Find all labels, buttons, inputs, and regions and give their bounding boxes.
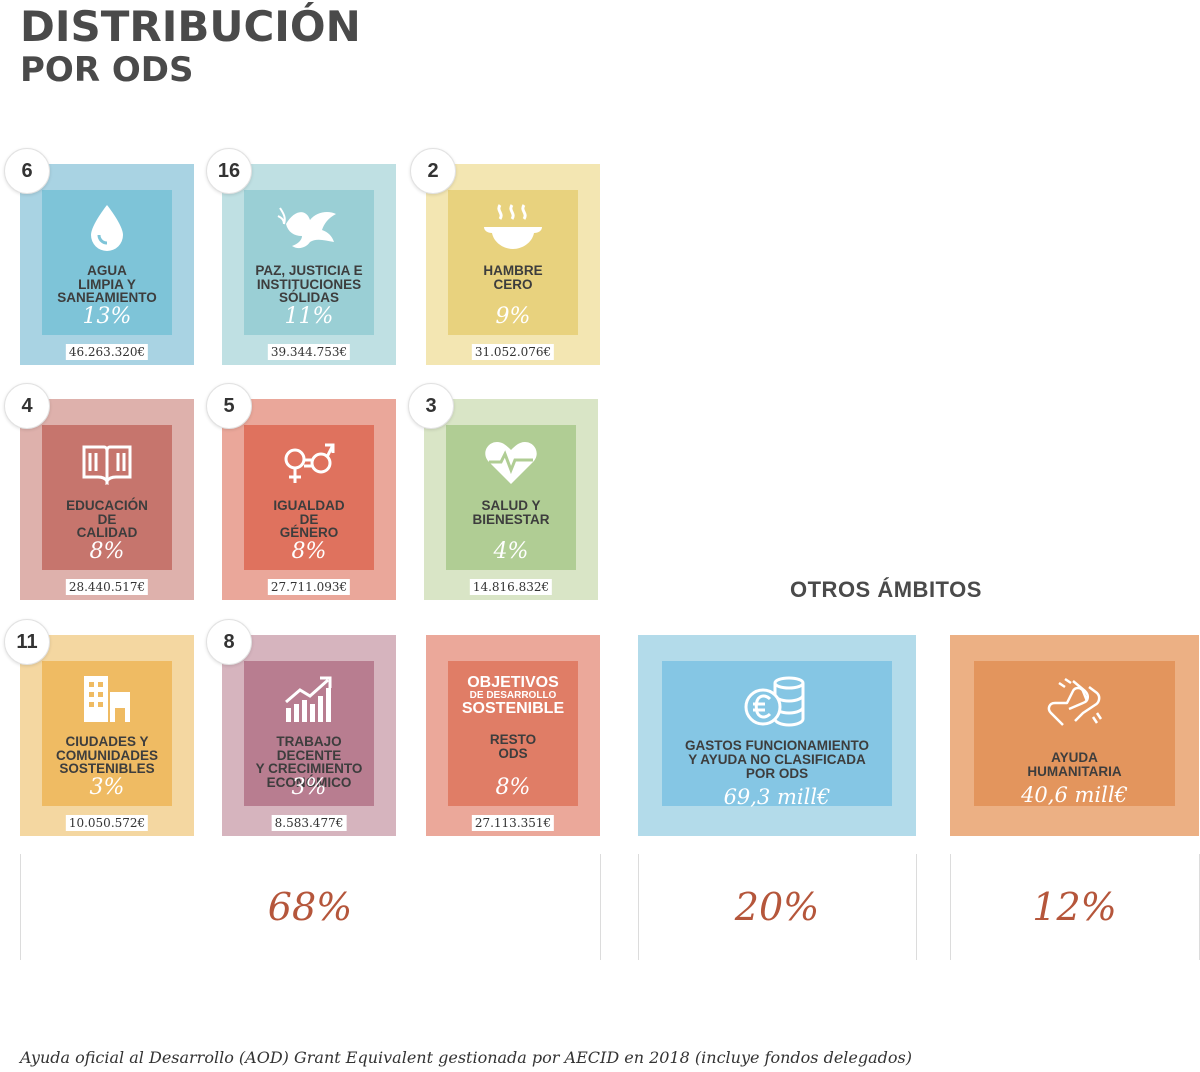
ods-number-badge: 5 xyxy=(206,383,252,429)
ods-amount: 31.052.076€ xyxy=(471,344,555,360)
heart-pulse-icon xyxy=(476,435,546,491)
ods-percent: 3% xyxy=(291,775,327,800)
ods-name: EDUCACIÓN DE CALIDAD xyxy=(66,498,148,540)
summary-divider xyxy=(950,854,951,960)
otros-value: 69,3 mill€ xyxy=(723,785,831,809)
ods-percent: 9% xyxy=(495,304,531,329)
ods-amount: 28.440.517€ xyxy=(65,579,149,595)
ods-percent: 8% xyxy=(291,539,327,564)
ods-amount: 14.816.832€ xyxy=(469,579,553,595)
bowl-icon xyxy=(478,200,548,256)
sdg-logo-text: DE DESARROLLO xyxy=(469,690,557,701)
ods-name: TRABAJO DECENTE Y CRECIMIENTO ECONÓMICO xyxy=(255,734,363,790)
page-title: DISTRIBUCIÓN xyxy=(20,2,361,51)
page-subtitle: POR ODS xyxy=(20,50,194,90)
ods-number-badge: 16 xyxy=(206,148,252,194)
ods-number-badge: 11 xyxy=(4,619,50,665)
water-drop-icon xyxy=(72,200,142,256)
ods-name: PAZ, JUSTICIA E INSTITUCIONES SÓLIDAS xyxy=(255,263,363,305)
summary-divider xyxy=(600,854,601,960)
book-icon xyxy=(72,435,142,491)
ods-name: SALUD Y BIENESTAR xyxy=(472,498,550,527)
ods-tile: SALUD Y BIENESTAR 4% 14.816.832€ 3 xyxy=(408,383,598,600)
sdg-logo-text: SOSTENIBLE xyxy=(461,700,565,717)
dove-icon xyxy=(274,200,344,256)
summary-ods-percent: 68% xyxy=(267,885,353,929)
otros-ambitos-title: OTROS ÁMBITOS xyxy=(790,577,982,602)
ods-amount: 10.050.572€ xyxy=(65,815,149,831)
ods-tile-inner: HAMBRE CERO 9% xyxy=(448,190,578,335)
ods-percent: 13% xyxy=(82,304,132,329)
ods-number-badge: 6 xyxy=(4,148,50,194)
euro-coins-icon xyxy=(743,675,811,729)
otros-name: GASTOS FUNCIONAMIENTO Y AYUDA NO CLASIFI… xyxy=(684,738,869,781)
ods-percent: 4% xyxy=(493,539,529,564)
summary-gastos-percent: 20% xyxy=(734,885,820,929)
ods-tile: HAMBRE CERO 9% 31.052.076€ 2 xyxy=(410,148,600,365)
otros-tile-inner: AYUDA HUMANITARIA 40,6 mill€ xyxy=(974,661,1175,807)
growth-chart-icon xyxy=(274,671,344,727)
ods-amount: 39.344.753€ xyxy=(267,344,351,360)
ods-amount: 46.263.320€ xyxy=(65,344,149,360)
ods-percent: 3% xyxy=(89,775,125,800)
ods-percent: 8% xyxy=(495,775,531,800)
ods-percent: 11% xyxy=(284,304,334,329)
summary-divider xyxy=(638,854,639,960)
ods-number-badge: 2 xyxy=(410,148,456,194)
summary-humanitaria-percent: 12% xyxy=(1032,885,1117,929)
otros-name: AYUDA HUMANITARIA xyxy=(1027,750,1122,779)
ods-number-badge: 4 xyxy=(4,383,50,429)
summary-divider xyxy=(916,854,917,960)
gender-equality-icon xyxy=(274,435,344,491)
footnote: Ayuda oficial al Desarrollo (AOD) Grant … xyxy=(20,1048,912,1067)
helping-hands-icon xyxy=(1043,675,1107,729)
ods-number-badge: 8 xyxy=(206,619,252,665)
ods-percent: 8% xyxy=(89,539,125,564)
otros-value: 40,6 mill€ xyxy=(1021,783,1128,807)
ods-name: HAMBRE CERO xyxy=(483,263,543,292)
ods-name: AGUA LIMPIA Y SANEAMIENTO xyxy=(57,263,157,305)
summary-divider xyxy=(20,854,21,960)
ods-number-badge: 3 xyxy=(408,383,454,429)
ods-name: CIUDADES Y COMUNIDADES SOSTENIBLES xyxy=(55,734,158,776)
ods-name: RESTO ODS xyxy=(489,732,537,761)
ods-name: IGUALDAD DE GÉNERO xyxy=(273,498,345,540)
sdg-logo-text: OBJETIVOS xyxy=(467,674,559,691)
city-icon xyxy=(72,671,142,727)
ods-amount: 27.711.093€ xyxy=(267,579,351,595)
otros-tile-inner: GASTOS FUNCIONAMIENTO Y AYUDA NO CLASIFI… xyxy=(662,661,892,809)
otros-tile: GASTOS FUNCIONAMIENTO Y AYUDA NO CLASIFI… xyxy=(638,635,916,836)
otros-tile: AYUDA HUMANITARIA 40,6 mill€ xyxy=(950,635,1199,836)
ods-tile-inner: SALUD Y BIENESTAR 4% xyxy=(446,425,576,570)
ods-amount: 27.113.351€ xyxy=(471,815,555,831)
ods-amount: 8.583.477€ xyxy=(271,815,347,831)
